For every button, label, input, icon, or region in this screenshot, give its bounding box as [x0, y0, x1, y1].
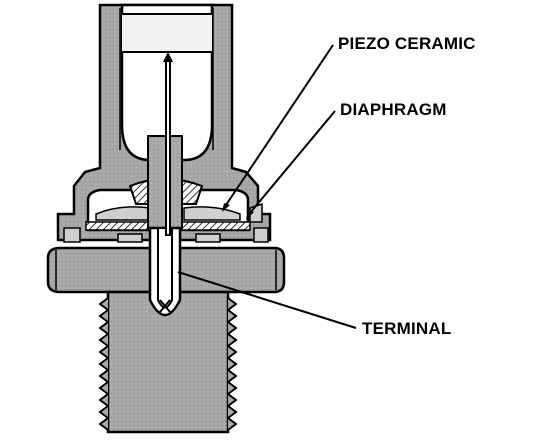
- connector-housing: [56, 3, 272, 242]
- label-terminal: TERMINAL: [362, 319, 452, 338]
- threaded-stem: [98, 290, 238, 434]
- leader-terminal: [177, 271, 357, 329]
- leader-diaphragm: [249, 110, 336, 214]
- thread-tooth: [98, 345, 109, 359]
- thread-tooth: [227, 393, 238, 407]
- terminal-pin: [147, 52, 183, 317]
- leader-piezo-ceramic: [225, 44, 334, 206]
- thread-tooth: [227, 297, 238, 311]
- thread-tooth: [98, 381, 109, 395]
- thread-tooth: [227, 321, 238, 335]
- thread-tooth: [98, 405, 109, 419]
- arrow-head-piezo: [222, 203, 230, 212]
- thread-tooth: [227, 405, 238, 419]
- thread-tooth: [227, 417, 238, 431]
- thread-tooth: [98, 333, 109, 347]
- thread-tooth: [227, 381, 238, 395]
- thread-tooth: [98, 321, 109, 335]
- thread-tooth: [227, 333, 238, 347]
- arrow-head-diaphragm: [246, 210, 254, 220]
- thread-tooth: [98, 297, 109, 311]
- thread-tooth: [98, 357, 109, 371]
- thread-tooth: [227, 345, 238, 359]
- leader-lines: [177, 44, 357, 329]
- thread-tooth: [227, 309, 238, 323]
- label-diaphragm: DIAPHRAGM: [340, 100, 447, 119]
- thread-tooth: [227, 369, 238, 383]
- thread-tooth: [98, 369, 109, 383]
- thread-tooth: [98, 393, 109, 407]
- thread-tooth: [98, 417, 109, 431]
- thread-tooth: [227, 357, 238, 371]
- label-piezo-ceramic: PIEZO CERAMIC: [338, 34, 476, 53]
- thread-tooth: [98, 309, 109, 323]
